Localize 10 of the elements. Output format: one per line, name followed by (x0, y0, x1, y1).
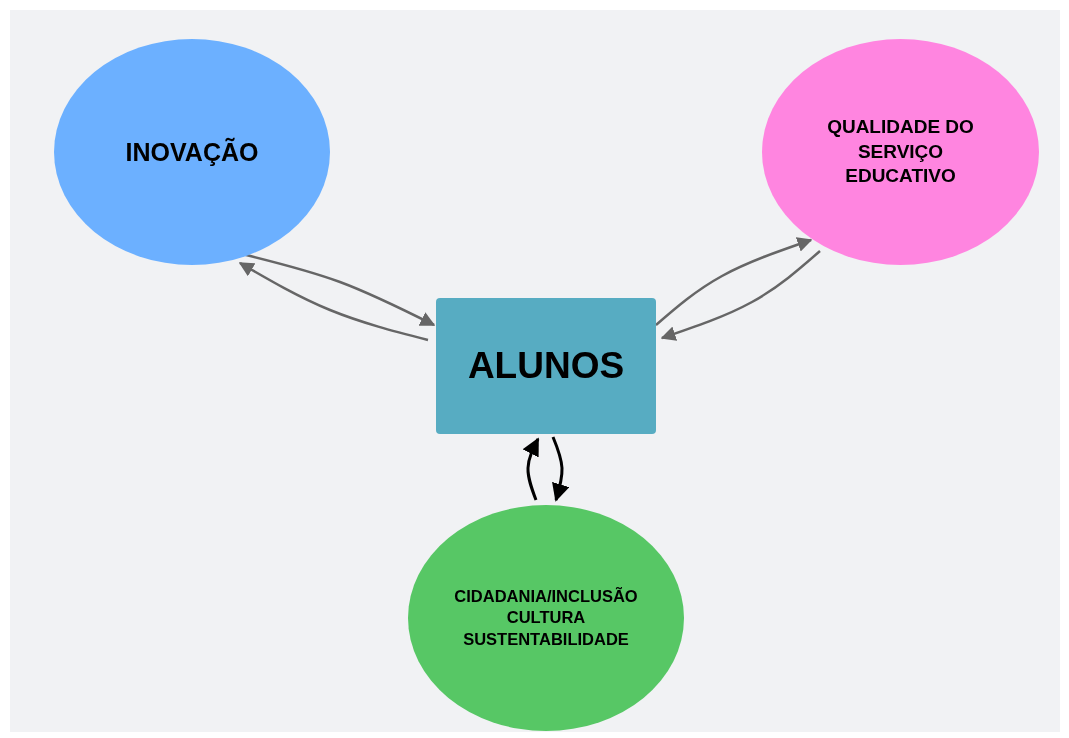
node-label: INOVAÇÃO (125, 136, 259, 168)
arrow (238, 261, 429, 342)
arrow (551, 436, 570, 502)
node-label: QUALIDADE DO SERVIÇO EDUCATIVO (826, 114, 975, 189)
arrow (655, 237, 813, 326)
rectangle-node (436, 298, 656, 434)
node-label: ALUNOS (467, 343, 625, 388)
arrow (660, 250, 821, 341)
node-label: CIDADANIA/INCLUSÃO CULTURA SUSTENTABILIDADE (453, 585, 639, 650)
arrow (522, 437, 540, 501)
